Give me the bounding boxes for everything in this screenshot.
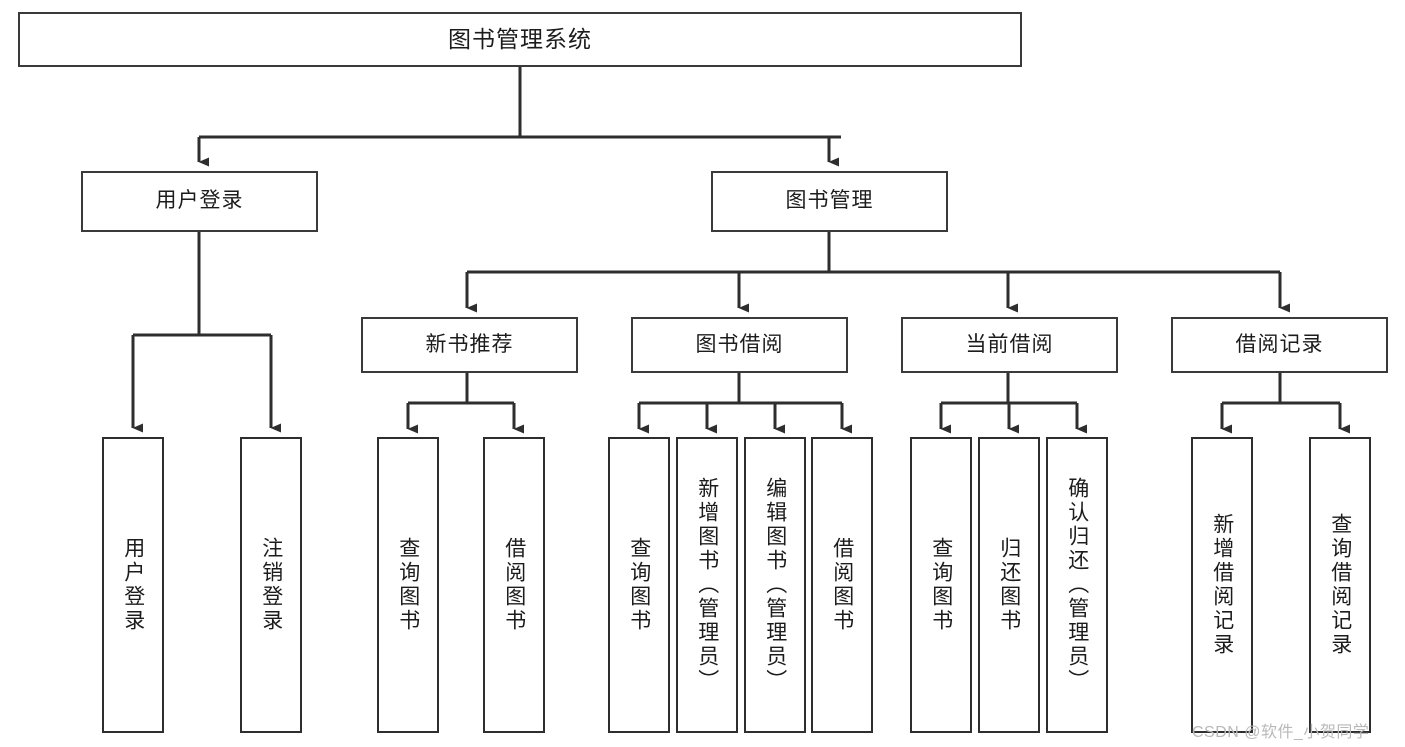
node-label: 用户登录 xyxy=(121,537,145,633)
node-label: 新增借阅记录 xyxy=(1210,513,1234,657)
node-book-borrow[interactable]: 图书借阅 xyxy=(631,317,848,373)
node-leaf-edit-book-admin[interactable]: 编辑图书（管理员） xyxy=(744,437,806,733)
node-leaf-logout-login[interactable]: 注销登录 xyxy=(240,437,302,733)
node-leaf-query-book-recommend[interactable]: 查询图书 xyxy=(377,437,439,733)
node-label: 借阅图书 xyxy=(502,537,526,633)
node-label: 查询借阅记录 xyxy=(1328,513,1352,657)
watermark-csdn: CSDN @软件_小贺同学 xyxy=(1192,724,1370,741)
node-leaf-user-login[interactable]: 用户登录 xyxy=(102,437,164,733)
node-leaf-add-book-admin[interactable]: 新增图书（管理员） xyxy=(676,437,738,733)
node-label: 注销登录 xyxy=(259,537,283,633)
node-label: 编辑图书（管理员） xyxy=(763,477,787,693)
node-label: 新书推荐 xyxy=(425,332,514,356)
node-label: 用户登录 xyxy=(155,189,244,213)
node-label: 归还图书 xyxy=(997,537,1021,633)
node-leaf-return-book[interactable]: 归还图书 xyxy=(978,437,1040,733)
node-leaf-query-book-borrow[interactable]: 查询图书 xyxy=(608,437,670,733)
node-book-management[interactable]: 图书管理 xyxy=(711,171,948,232)
node-label: 图书借阅 xyxy=(695,332,784,356)
node-leaf-confirm-return-admin[interactable]: 确认归还（管理员） xyxy=(1046,437,1108,733)
node-leaf-query-borrow-record[interactable]: 查询借阅记录 xyxy=(1309,437,1371,733)
node-root-book-management-system[interactable]: 图书管理系统 xyxy=(18,12,1022,67)
node-leaf-borrow-book[interactable]: 借阅图书 xyxy=(811,437,873,733)
node-current-borrow[interactable]: 当前借阅 xyxy=(901,317,1118,373)
node-new-book-recommend[interactable]: 新书推荐 xyxy=(361,317,578,373)
node-label: 查询图书 xyxy=(929,537,953,633)
node-label: 借阅图书 xyxy=(830,537,854,633)
node-label: 借阅记录 xyxy=(1235,332,1324,356)
node-label: 确认归还（管理员） xyxy=(1065,477,1089,693)
node-label: 查询图书 xyxy=(627,537,651,633)
node-label: 当前借阅 xyxy=(965,332,1054,356)
node-label: 查询图书 xyxy=(396,537,420,633)
node-user-login[interactable]: 用户登录 xyxy=(81,171,318,232)
node-leaf-add-borrow-record[interactable]: 新增借阅记录 xyxy=(1191,437,1253,733)
node-borrow-record[interactable]: 借阅记录 xyxy=(1171,317,1388,373)
node-label: 新增图书（管理员） xyxy=(695,477,719,693)
node-label: 图书管理 xyxy=(785,189,874,213)
node-leaf-borrow-book-recommend[interactable]: 借阅图书 xyxy=(483,437,545,733)
node-leaf-query-book-current[interactable]: 查询图书 xyxy=(910,437,972,733)
node-label: 图书管理系统 xyxy=(448,25,592,52)
